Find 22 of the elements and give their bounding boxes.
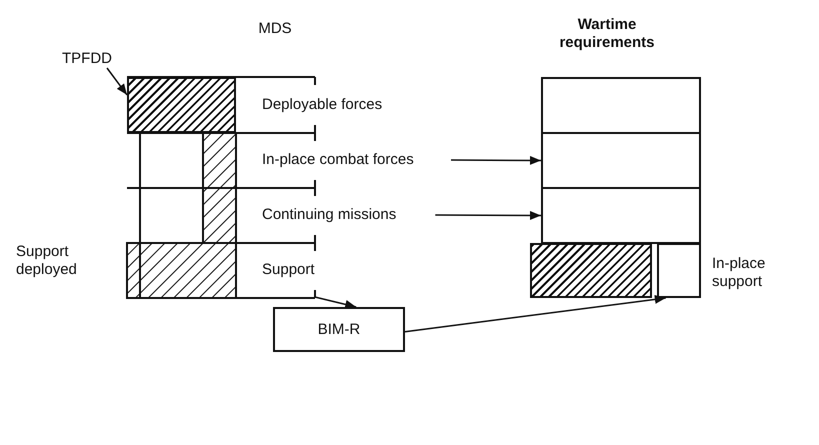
box-label: BIM-R [316, 321, 362, 339]
process-box [273, 307, 405, 352]
arrow [314, 296, 356, 309]
row-label: Deployable forces [262, 96, 382, 114]
note-text: Support deployed [16, 243, 78, 279]
arrow [106, 68, 128, 96]
arrow [404, 294, 666, 332]
node-label: TPFDD [62, 50, 112, 68]
arrow [451, 156, 541, 165]
column-heading: MDS [257, 20, 293, 38]
hatched-bar [530, 243, 652, 298]
row-label: Support [262, 261, 315, 279]
process-box [657, 243, 701, 298]
row-label: In-place combat forces [262, 151, 414, 169]
process-box [541, 77, 701, 134]
column-heading: Wartime requirements [558, 16, 656, 52]
process-box [541, 187, 701, 244]
arrow [435, 210, 541, 220]
row-label: Continuing missions [262, 206, 396, 224]
process-box [541, 132, 701, 189]
hatched-bar [127, 77, 236, 133]
box-caption: In-place support [712, 255, 766, 291]
